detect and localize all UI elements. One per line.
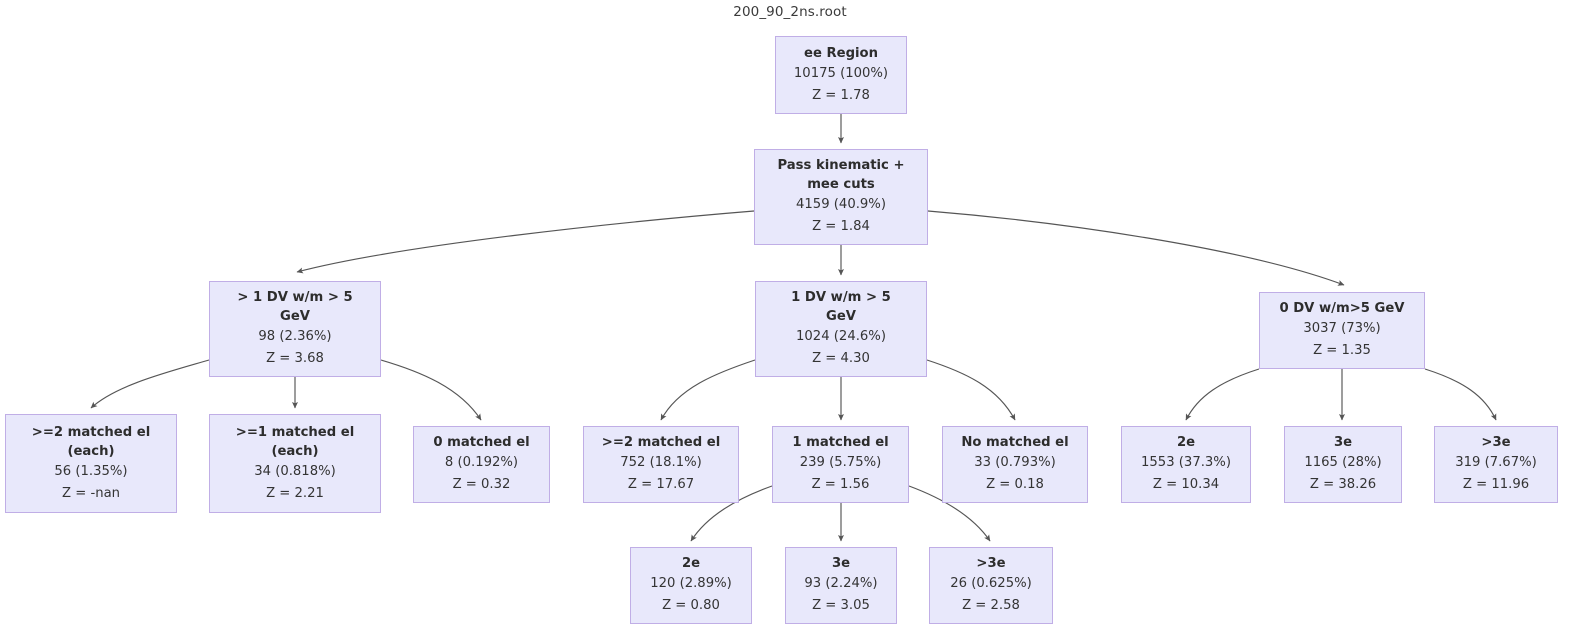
node-title: Pass kinematic + mee cuts xyxy=(777,158,905,192)
node-count: 98 (2.36%) xyxy=(258,329,332,344)
node-count: 34 (0.818%) xyxy=(254,463,336,479)
node-significance: Z = -nan xyxy=(61,485,121,501)
node-title: No matched el xyxy=(961,435,1069,450)
node-ge2_matched[interactable]: >=2 matched el 752 (18.1%) Z = 17.67 xyxy=(583,426,739,503)
page-title: 200_90_2ns.root xyxy=(733,4,847,20)
node-pass_kin[interactable]: Pass kinematic + mee cuts 4159 (40.9%) Z =… xyxy=(754,149,928,245)
edge-dv_gt1-to-ge2_each xyxy=(90,359,210,409)
node-count: 319 (7.67%) xyxy=(1455,455,1537,470)
node-count: 239 (5.75%) xyxy=(799,455,882,470)
node-significance: Z = 1.78 xyxy=(812,87,870,103)
node-title: 1 matched el xyxy=(792,435,889,450)
node-significance: Z = 2.58 xyxy=(962,598,1020,613)
node-count: 26 (0.625%) xyxy=(950,576,1032,591)
node-count: 4159 (40.9%) xyxy=(796,197,886,212)
node-significance: Z = 38.26 xyxy=(1309,477,1377,492)
node-title: > 1 DV w/m > 5 GeV xyxy=(237,290,353,324)
node-title: ee Region xyxy=(804,45,878,61)
node-significance: Z = 10.34 xyxy=(1152,477,1220,492)
node-ee_region[interactable]: ee Region 10175 (100%) Z = 1.78 xyxy=(775,36,907,114)
edge-dv_eq0-to-r_gt3e xyxy=(1424,368,1497,421)
node-title: >=2 matched el xyxy=(601,435,721,450)
node-title: >3e xyxy=(1481,435,1511,450)
node-count: 1024 (24.6%) xyxy=(796,329,886,344)
edge-dv_eq0-to-r_2e xyxy=(1185,368,1260,421)
node-m_gt3e[interactable]: >3e 26 (0.625%) Z = 2.58 xyxy=(929,547,1053,624)
node-count: 1553 (37.3%) xyxy=(1141,455,1231,470)
node-count: 33 (0.793%) xyxy=(974,455,1056,470)
node-r_3e[interactable]: 3e 1165 (28%) Z = 38.26 xyxy=(1284,426,1402,503)
node-significance: Z = 4.30 xyxy=(812,351,870,366)
node-title: 0 matched el xyxy=(433,435,530,450)
node-significance: Z = 1.84 xyxy=(812,219,870,234)
node-ge2_each[interactable]: >=2 matched el (each) 56 (1.35%) Z = -nan xyxy=(5,414,177,513)
node-r_gt3e[interactable]: >3e 319 (7.67%) Z = 11.96 xyxy=(1434,426,1558,503)
node-zero_matched_a[interactable]: 0 matched el 8 (0.192%) Z = 0.32 xyxy=(413,426,550,503)
node-count: 10175 (100%) xyxy=(793,65,889,81)
node-significance: Z = 0.18 xyxy=(986,477,1044,492)
node-count: 56 (1.35%) xyxy=(54,463,128,479)
node-significance: Z = 1.35 xyxy=(1313,343,1371,358)
node-dv_eq0[interactable]: 0 DV w/m>5 GeV 3037 (73%) Z = 1.35 xyxy=(1259,292,1425,369)
node-significance: Z = 0.32 xyxy=(452,477,511,492)
node-significance: Z = 11.96 xyxy=(1462,477,1530,492)
edge-pass_kin-to-dv_eq0 xyxy=(927,210,1345,286)
node-count: 752 (18.1%) xyxy=(620,455,702,470)
node-title: >=2 matched el (each) xyxy=(31,424,151,459)
node-title: 2e xyxy=(1176,435,1196,450)
node-significance: Z = 3.05 xyxy=(812,598,870,613)
node-significance: Z = 17.67 xyxy=(627,477,695,492)
node-title: 0 DV w/m>5 GeV xyxy=(1279,301,1405,316)
node-significance: Z = 1.56 xyxy=(811,477,870,492)
edge-dv_gt1-to-zero_matched_a xyxy=(380,359,482,421)
node-r_2e[interactable]: 2e 1553 (37.3%) Z = 10.34 xyxy=(1121,426,1251,503)
node-count: 8 (0.192%) xyxy=(444,455,519,470)
node-m_2e[interactable]: 2e 120 (2.89%) Z = 0.80 xyxy=(630,547,752,624)
node-title: 3e xyxy=(831,556,851,571)
node-ge1_each[interactable]: >=1 matched el (each) 34 (0.818%) Z = 2.21 xyxy=(209,414,381,513)
node-dv_gt1[interactable]: > 1 DV w/m > 5 GeV 98 (2.36%) Z = 3.68 xyxy=(209,281,381,377)
node-title: 1 DV w/m > 5 GeV xyxy=(791,290,891,324)
node-count: 120 (2.89%) xyxy=(650,576,732,591)
node-no_matched[interactable]: No matched el 33 (0.793%) Z = 0.18 xyxy=(942,426,1088,503)
edge-dv_eq1-to-ge2_matched xyxy=(660,359,756,421)
edge-pass_kin-to-dv_gt1 xyxy=(296,210,755,274)
node-title: >3e xyxy=(976,556,1006,571)
node-significance: Z = 3.68 xyxy=(266,351,324,366)
node-significance: Z = 0.80 xyxy=(662,598,720,613)
node-one_matched[interactable]: 1 matched el 239 (5.75%) Z = 1.56 xyxy=(772,426,909,503)
node-count: 1165 (28%) xyxy=(1304,455,1382,470)
node-dv_eq1[interactable]: 1 DV w/m > 5 GeV 1024 (24.6%) Z = 4.30 xyxy=(755,281,927,377)
node-title: 2e xyxy=(681,556,701,571)
node-title: >=1 matched el (each) xyxy=(235,424,355,459)
node-title: 3e xyxy=(1333,435,1353,450)
node-m_3e[interactable]: 3e 93 (2.24%) Z = 3.05 xyxy=(785,547,897,624)
node-significance: Z = 2.21 xyxy=(266,485,324,501)
node-count: 3037 (73%) xyxy=(1303,321,1381,336)
node-count: 93 (2.24%) xyxy=(804,576,878,591)
edge-dv_eq1-to-no_matched xyxy=(926,359,1016,421)
